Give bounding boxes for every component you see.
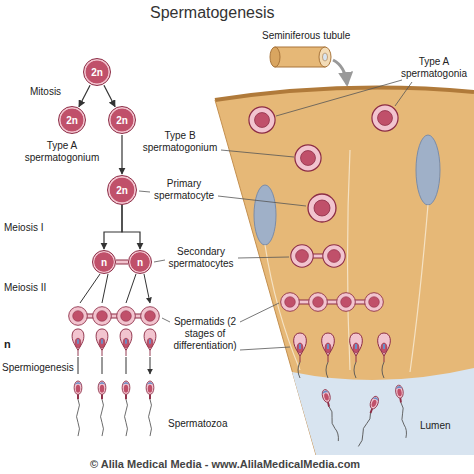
sertoli-cell [416,135,440,205]
cell-circle: 2n [58,106,86,134]
drawing-part [378,333,391,362]
drawing-part [249,107,275,133]
cell-ploidy: n [101,257,107,268]
drawing-part [78,357,150,374]
drawing-part [270,47,280,67]
sertoli-cell [254,185,276,245]
drawing-part [290,301,374,304]
basement-membrane [215,88,474,101]
drawing-part [294,333,307,362]
cell-label: Spermatozoa [168,418,227,430]
drawing-part [69,307,88,326]
drawing-part [93,307,112,326]
drawing-part [290,300,374,305]
process-label: Spermiogenesis [2,362,74,374]
drawing-part [141,307,160,326]
drawing-part [144,329,156,356]
division-arrow [79,85,90,106]
cell-label: Spermatids (2 stages of differentiation) [170,316,240,352]
drawing-part [96,329,108,356]
drawing-part [321,389,342,442]
cell-label: Type A spermatogonia [398,56,470,80]
copyright-footer: © Alila Medical Media - www.AlilaMedical… [90,458,360,470]
cell-ploidy: 2n [66,115,78,126]
division-arrow [104,205,122,249]
drawing-part [365,293,384,312]
drawing-part [295,145,321,171]
drawing-part [322,333,335,362]
drawing-part [146,381,154,436]
seminiferous-tubule [270,47,347,84]
cell-label: Type B spermatogonium [140,130,220,154]
drawing-part [72,329,84,356]
tubule-cells [249,105,410,448]
drawing-part [120,329,132,356]
drawing-part [319,47,331,67]
drawing-part [291,245,313,267]
drawing-part [78,315,150,318]
sertoli-process [265,150,428,372]
process-label: Meiosis II [4,282,46,294]
drawing-part [395,385,410,439]
cell-ploidy: 2n [116,115,128,126]
drawing-part [323,245,345,267]
process-label: Mitosis [30,86,61,98]
drawing-part [323,53,328,61]
leader-lines [139,80,412,350]
region-label: Lumen [420,420,451,432]
cell-circle: 2n [83,58,111,86]
cell-label: Secondary spermatocytes [160,246,242,270]
drawing-part [115,261,129,264]
ploidy-label: n [4,338,11,350]
drawing-part [298,362,384,378]
drawing-part [98,381,106,436]
drawing-part [281,293,300,312]
drawing-part [333,60,347,84]
diagram-title: Spermatogenesis [150,4,275,22]
cell-ploidy: 2n [91,67,103,78]
cell-circle: n [128,250,152,274]
cell-label: Primary spermatocyte [145,178,223,202]
drawing-part [80,274,150,303]
cell-circle: n [92,250,116,274]
drawing-part [337,293,356,312]
division-arrow [104,85,115,106]
drawing-part [355,395,380,448]
division-arrow [122,205,140,249]
structure-label: Seminiferous tubule [262,30,350,42]
drawing-part [372,105,398,131]
cell-circle: 2n [108,106,136,134]
drawing-part [308,194,336,222]
drawing-part [74,381,82,436]
cell-ploidy: 2n [116,185,128,196]
drawing-part [122,381,130,436]
process-label: Meiosis I [4,222,43,234]
lumen-region [292,368,474,455]
tubule-wall [215,88,474,456]
cell-ploidy: n [137,257,143,268]
drawing-part [309,293,328,312]
cell-label: Type A spermatogonium [22,140,102,164]
cell-circle: 2n [107,175,137,205]
drawing-part [117,307,136,326]
drawing-part [116,260,128,265]
division-arrow [121,135,122,174]
drawing-part [78,314,150,319]
drawing-part [275,47,325,67]
meiosis-lineage [69,262,160,436]
drawing-part [350,333,363,362]
